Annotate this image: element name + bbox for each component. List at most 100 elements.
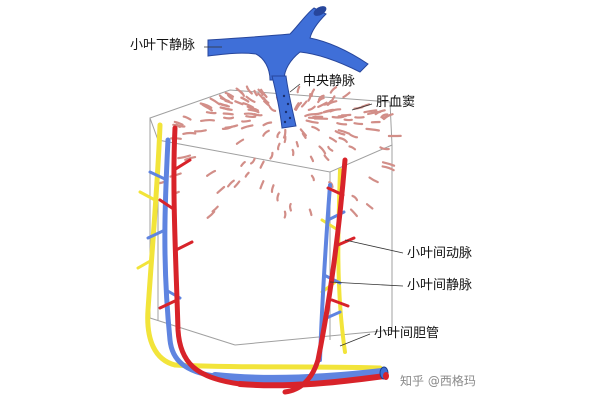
sinusoid-strand — [328, 136, 338, 143]
sinusoid-strand — [310, 88, 316, 98]
sinusoid-strand — [262, 121, 273, 127]
sinusoid-strand — [318, 145, 327, 155]
sinusoid-strand — [301, 132, 307, 139]
sinusoid-strand — [365, 127, 380, 132]
sinusoid-strand — [363, 109, 378, 114]
sinusoid-strand — [310, 174, 315, 182]
label-central-vein: 中央静脉 — [303, 74, 356, 89]
sinusoid-strand — [326, 100, 338, 106]
sinusoid-strand — [175, 123, 186, 128]
sinusoid-strand — [182, 115, 192, 121]
sinusoid-strand — [253, 89, 258, 97]
label-sinusoid: 肝血窦 — [376, 95, 416, 110]
sinusoid-strand — [173, 120, 184, 126]
sinusoid-strand — [367, 110, 382, 116]
sinusoid-strand — [241, 119, 251, 123]
sinusoid-strand — [311, 125, 320, 132]
sinusoid-strand — [317, 101, 328, 108]
sinusoid-strand — [245, 85, 253, 95]
sinusoid-strand — [243, 112, 258, 117]
sinusoid-strand — [222, 107, 233, 111]
sinusoid-strand — [380, 113, 389, 119]
sinusoid-strand — [348, 145, 357, 151]
sinusoid-strand — [257, 88, 264, 96]
sinusoid-strand — [260, 88, 268, 98]
sinusoid-strand — [219, 97, 230, 103]
sinusoid-strand — [184, 156, 197, 161]
sinusoid-strand — [322, 108, 335, 114]
lobule-outline — [149, 89, 393, 346]
sinusoid-strand — [349, 208, 358, 218]
sinusoid-strand — [216, 185, 226, 194]
sinusoid-strand — [240, 161, 246, 167]
sinusoid-strand — [199, 102, 213, 109]
central-vein — [271, 75, 297, 129]
sinusoid-strand — [307, 105, 316, 111]
sinusoid-strand — [200, 118, 215, 122]
label-interlobular-artery: 小叶间动脉 — [407, 246, 473, 261]
sinusoid-strand — [234, 100, 244, 106]
sinusoid-strand — [194, 129, 207, 133]
sinusoid-strand — [240, 124, 254, 130]
sinusoid-strand — [353, 122, 364, 126]
sinusoid-strand — [381, 113, 392, 120]
sinusoid-strand — [304, 113, 317, 118]
sinusoid-strand — [247, 108, 260, 114]
label-interlobular-small-vein: 小叶下静脉 — [130, 38, 196, 53]
sinusoid-strand — [209, 97, 221, 106]
sinusoid-strand — [349, 133, 359, 139]
sinusoid-strand — [296, 85, 301, 94]
sinusoid-strand — [218, 102, 228, 107]
sinusoid-strand — [291, 148, 295, 157]
sinusoid-strand — [206, 169, 217, 177]
sinusoid-strand — [342, 91, 351, 99]
sinusoid-strand — [295, 141, 299, 148]
sinusoid-strand — [182, 131, 197, 135]
sinusoid-strand — [245, 95, 256, 103]
sinusoid-strand — [227, 179, 235, 188]
sinusoid-strand — [226, 93, 234, 101]
sinusoid-strand — [299, 128, 307, 137]
sinusoid-strand — [307, 93, 312, 102]
sublobular-vein — [207, 6, 369, 81]
sinusoid-strand — [283, 210, 287, 219]
interlobular-artery — [158, 125, 388, 395]
sinusoid-strand — [177, 154, 192, 160]
sinusoid-strand — [276, 131, 281, 139]
sinusoid-strand — [351, 194, 359, 202]
sinusoid-strand — [244, 171, 250, 178]
sinusoid-strand — [338, 136, 348, 143]
sinusoid-strand — [224, 91, 235, 98]
sinusoid-strand — [308, 208, 313, 217]
sinusoid-strand — [233, 180, 241, 188]
sinusoid-strand — [327, 145, 334, 152]
sinusoid-strand — [221, 125, 233, 131]
sinusoid-strand — [334, 130, 346, 136]
sinusoid-strand — [263, 100, 271, 107]
sinusoid-strand — [317, 97, 325, 104]
sinusoid-strand — [276, 192, 280, 202]
sinusoid-strand — [282, 128, 287, 139]
sinusoid-strand — [365, 203, 374, 210]
sinusoid-strand — [379, 146, 390, 151]
sinusoid-strand — [323, 154, 330, 161]
sinusoid-strand — [222, 112, 234, 116]
label-interlobular-vein: 小叶间静脉 — [407, 278, 473, 293]
sinusoid-strand — [235, 138, 245, 145]
sinusoid-strand — [238, 90, 245, 97]
sinusoid-strand — [300, 100, 308, 108]
sinusoid-strand — [205, 111, 217, 115]
sinusoid-strand — [259, 160, 265, 169]
sinusoid-strand — [242, 102, 254, 109]
sinusoid-strand — [240, 96, 250, 103]
sinusoid-strand — [309, 155, 315, 163]
sinusoid-strand — [249, 107, 259, 112]
sinusoid-strand — [381, 165, 395, 172]
sinusoid-strands — [156, 85, 402, 219]
sinusoid-strand — [269, 151, 274, 160]
sinusoid-strand — [305, 119, 319, 124]
sinusoid-strand — [206, 210, 216, 219]
sinusoid-strand — [201, 103, 211, 110]
sinusoid-strand — [336, 122, 348, 126]
